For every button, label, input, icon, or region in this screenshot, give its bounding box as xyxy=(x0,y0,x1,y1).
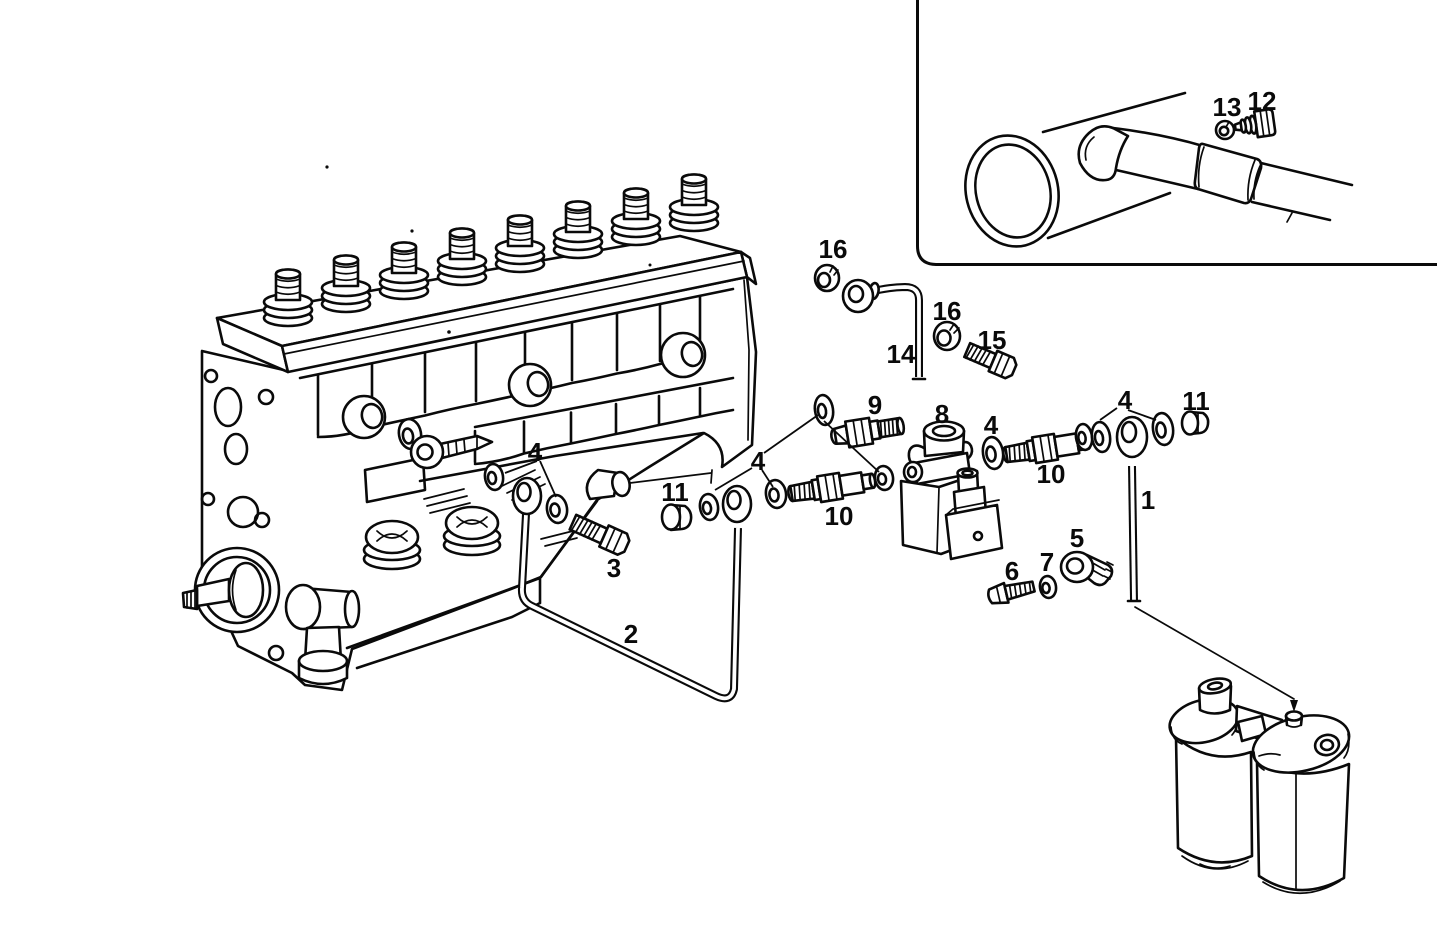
banjo-eye xyxy=(511,476,543,516)
part-callout: 5 xyxy=(1070,523,1084,553)
part-callout: 3 xyxy=(607,553,621,583)
pump-top-gallery xyxy=(215,234,758,374)
part-callout: 4 xyxy=(984,410,999,440)
washer-4 xyxy=(698,492,720,522)
washer-16 xyxy=(813,263,841,293)
fitting-9 xyxy=(829,416,906,449)
washer-4 xyxy=(981,435,1005,471)
connection-leader-line xyxy=(1134,606,1295,700)
callout-leader-line xyxy=(763,414,819,454)
feed-tee-fitting xyxy=(284,583,361,686)
fuel-pipe-14 xyxy=(841,278,927,381)
washer-7 xyxy=(1038,574,1058,600)
washer-4 xyxy=(873,464,895,492)
part-callout: 4 xyxy=(528,437,543,467)
callout-leader-line xyxy=(761,469,774,488)
part-callout: 2 xyxy=(624,619,638,649)
return-port xyxy=(585,468,712,501)
clamp-5 xyxy=(1059,550,1114,587)
valve-solenoid xyxy=(944,467,1004,561)
casting-notch xyxy=(363,456,427,504)
cap-nut-11 xyxy=(1180,410,1210,436)
pump-boss-ports xyxy=(341,331,707,440)
overflow-pipe-1 xyxy=(1115,415,1149,603)
filter-canister-left xyxy=(1174,735,1254,870)
part-callout: 1 xyxy=(1141,485,1155,515)
washer-4 xyxy=(1090,420,1112,454)
filter-canister-right xyxy=(1255,760,1351,895)
callout-leader-line xyxy=(1099,407,1118,421)
valve-cap xyxy=(362,519,422,571)
part-callout: 11 xyxy=(1182,386,1210,416)
inset-panel xyxy=(916,0,1437,266)
washer-13 xyxy=(1214,119,1236,141)
valve-cap xyxy=(442,505,502,557)
washer-4 xyxy=(545,493,569,525)
part-callout: 14 xyxy=(887,339,916,369)
overflow-valve-8 xyxy=(899,420,1004,561)
part-callout: 12 xyxy=(1248,86,1277,116)
washer-4 xyxy=(813,393,835,427)
part-callout: 4 xyxy=(751,446,766,476)
part-callout: 10 xyxy=(1037,459,1066,489)
injection-pump xyxy=(181,165,758,692)
bolt-6 xyxy=(987,580,1036,605)
washer-4 xyxy=(1151,411,1175,447)
fuel-pipe-2 xyxy=(511,476,753,703)
fuel-filter-assembly xyxy=(1134,606,1351,895)
part-callout: 8 xyxy=(935,399,949,429)
banjo-bolt-pump xyxy=(397,417,494,470)
bolt-3 xyxy=(568,513,631,556)
part-callout: 6 xyxy=(1005,556,1019,586)
part-callout: 15 xyxy=(978,325,1007,355)
drive-flange xyxy=(181,546,281,634)
callout-leader-line xyxy=(1127,409,1157,421)
part-callout: 10 xyxy=(825,501,854,531)
filter-head xyxy=(1168,677,1351,774)
part-callout: 16 xyxy=(933,296,962,326)
part-callout: 13 xyxy=(1213,92,1242,122)
washer-4 xyxy=(764,478,788,510)
inset-border xyxy=(916,0,1437,266)
arrowhead xyxy=(1290,700,1298,712)
part-callout: 11 xyxy=(661,477,689,507)
callout-leader-line xyxy=(539,460,557,498)
callout-leader-line xyxy=(823,420,880,473)
print-specks xyxy=(325,165,652,334)
part-callout: 9 xyxy=(868,390,882,420)
tank-hose-union xyxy=(964,91,1354,248)
callout-leader-line xyxy=(714,467,753,491)
bolt-15 xyxy=(962,341,1018,380)
washer-16 xyxy=(932,320,962,352)
washer-4 xyxy=(1074,422,1094,452)
part-callout: 7 xyxy=(1040,547,1054,577)
part-callout: 4 xyxy=(1118,385,1133,415)
plug-12 xyxy=(1233,108,1277,139)
part-callout: 16 xyxy=(819,234,848,264)
cap-nut-11 xyxy=(660,503,693,532)
callout-leader-line xyxy=(504,460,538,474)
banjo-eye xyxy=(721,484,753,524)
washer-4 xyxy=(483,462,505,492)
